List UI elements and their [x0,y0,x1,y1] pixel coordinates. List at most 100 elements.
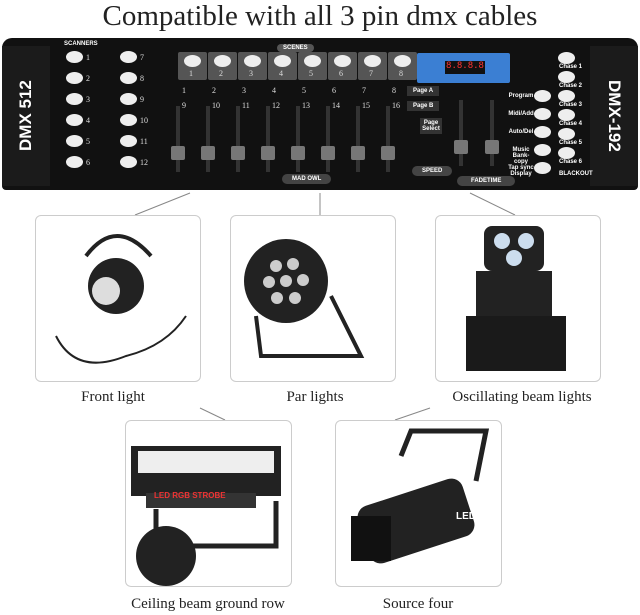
channel-number: 10 [212,101,220,110]
scene-button[interactable]: 4 [268,52,297,80]
scanner-button[interactable] [66,114,83,126]
led-display: 8.8.8.8 [445,61,485,74]
scene-button[interactable]: 8 [388,52,417,80]
scene-number: 7 [369,69,373,78]
channel-number: 13 [302,101,310,110]
scanner-button[interactable] [66,135,83,147]
scene-number: 3 [249,69,253,78]
scene-button[interactable]: 2 [208,52,237,80]
scene-number: 4 [279,69,283,78]
product-par-lights [230,215,396,382]
chase-label: Chase 2 [559,83,583,89]
channel-fader[interactable] [171,106,185,172]
chase-label: Chase 5 [559,140,583,146]
scanner-button[interactable] [120,93,137,105]
scene-number: 2 [219,69,223,78]
function-button[interactable] [534,162,551,174]
caption-front-light: Front light [81,389,145,405]
chase-button[interactable] [558,90,575,102]
caption-par-lights: Par lights [286,389,344,405]
channel-number: 2 [212,86,216,95]
product-beam-lights [435,215,601,382]
channel-fader[interactable] [291,106,305,172]
scanner-button[interactable] [66,72,83,84]
page-b-button[interactable]: Page B [407,101,440,111]
page-select-button[interactable]: Page Select [420,118,442,134]
channel-fader[interactable] [231,106,245,172]
scanner-button[interactable] [120,114,137,126]
scene-button-cap [394,55,411,67]
scanner-number: 3 [86,95,90,104]
scanner-button[interactable] [66,51,83,63]
channel-number: 7 [362,86,366,95]
channel-fader[interactable] [201,106,215,172]
strobe-label: LED RGB STROBE [154,491,226,500]
speed-fader[interactable] [454,100,468,166]
scanner-number: 1 [86,53,90,62]
scanner-button[interactable] [120,135,137,147]
page-title: Compatible with all 3 pin dmx cables [102,0,538,32]
chase-button[interactable] [558,109,575,121]
channel-fader[interactable] [321,106,335,172]
chase-button[interactable] [558,52,575,64]
channel-fader[interactable] [261,106,275,172]
channel-number: 16 [392,101,400,110]
function-button[interactable] [534,90,551,102]
function-button[interactable] [534,144,551,156]
channel-fader[interactable] [351,106,365,172]
scene-button[interactable]: 7 [358,52,387,80]
scanner-button[interactable] [66,93,83,105]
strobe-image [131,446,281,586]
chase-label: Chase 3 [559,102,583,108]
scanner-button[interactable] [120,51,137,63]
scene-button[interactable]: 1 [178,52,207,80]
chase-label: Chase 6 [559,159,583,165]
channel-number: 9 [182,101,186,110]
par-light-image [244,239,365,358]
scanner-number: 12 [140,158,148,167]
channel-fader[interactable] [381,106,395,172]
function-button[interactable] [534,108,551,120]
scanner-number: 5 [86,137,90,146]
caption-source-four: Source four [382,596,454,612]
function-label: Music Bank-copy [512,147,530,165]
ellipsoidal-image [351,428,490,564]
scanner-number: 7 [140,53,144,62]
scanner-button[interactable] [120,72,137,84]
scene-button-cap [364,55,381,67]
scanner-button[interactable] [66,156,83,168]
channel-number: 1 [182,86,186,95]
function-label: Program [508,93,534,99]
product-front-light [35,215,201,382]
function-label: Midi/Add [508,111,534,117]
channel-number: 6 [332,86,336,95]
scene-button[interactable]: 6 [328,52,357,80]
fadetime-fader[interactable] [485,100,499,166]
scanner-number: 10 [140,116,148,125]
product-source-four: LED [335,420,502,587]
scene-number: 6 [339,69,343,78]
brand-label: MAD OWL [282,174,332,184]
blackout-label: BLACKOUT [559,171,593,177]
chase-label: Chase 1 [559,64,583,70]
caption-beam-lights: Oscillating beam lights [452,389,592,405]
scene-button[interactable]: 3 [238,52,267,80]
channel-number: 11 [242,101,250,110]
channel-number: 14 [332,101,340,110]
page-a-button[interactable]: Page A [407,86,440,96]
moving-head-image [466,226,566,371]
function-button[interactable] [534,126,551,138]
scene-button[interactable]: 5 [298,52,327,80]
scanner-button[interactable] [120,156,137,168]
chase-button[interactable] [558,71,575,83]
function-label: Auto/Del [508,129,534,135]
chase-button[interactable] [558,128,575,140]
channel-number: 4 [272,86,276,95]
fadetime-label: FADETIME [457,176,516,186]
chase-button[interactable] [558,147,575,159]
right-ear-label: DMX-192 [590,46,638,186]
channel-number: 5 [302,86,306,95]
channel-number: 15 [362,101,370,110]
scene-button-cap [334,55,351,67]
